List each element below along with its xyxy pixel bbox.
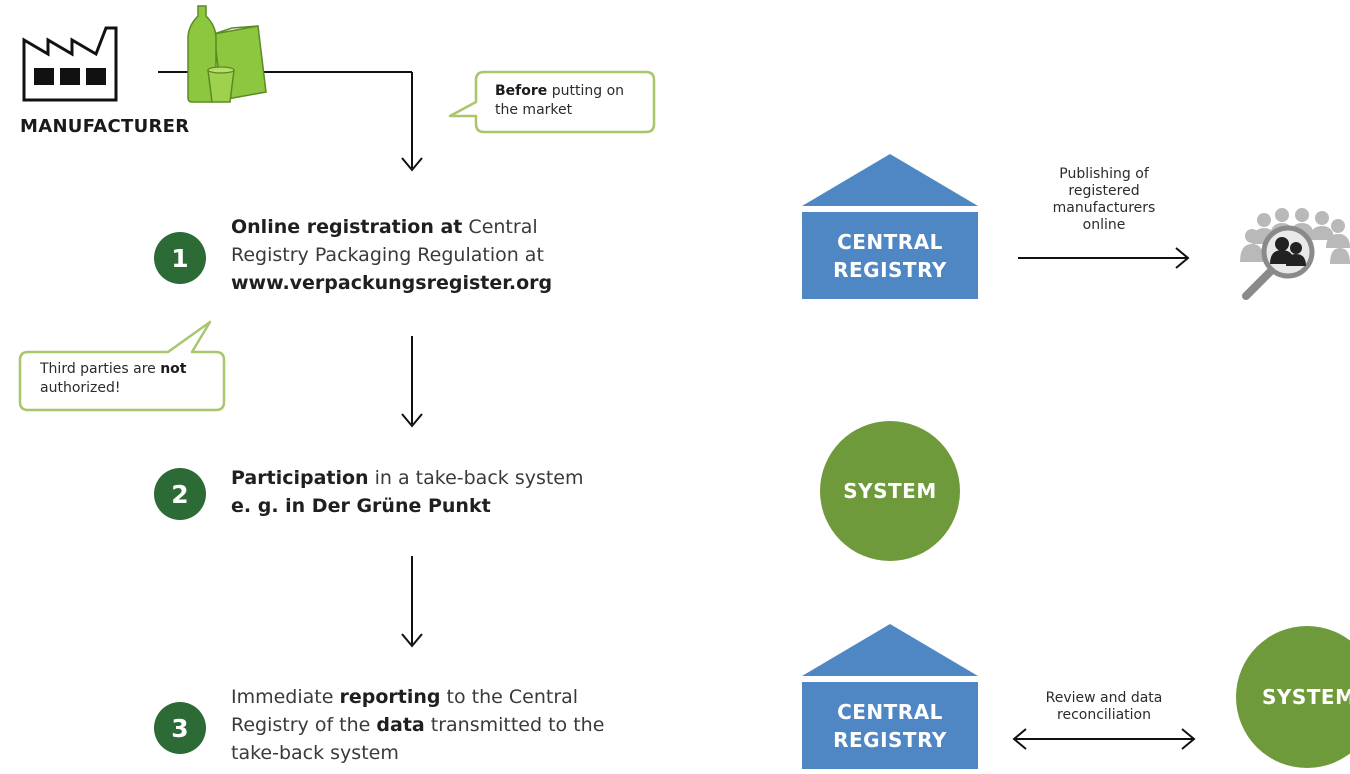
callout-before-bubble (448, 70, 656, 134)
publishing-label: Publishing of registered manufacturers o… (1052, 166, 1156, 233)
registry-1-roof (802, 154, 978, 206)
step-2-number: 2 (154, 468, 206, 520)
callout-third-parties: Third parties are not authorized! (40, 361, 187, 396)
system-circle-2-clip: SYSTEM (1236, 626, 1350, 768)
callout-third-parties-bubble (18, 320, 226, 412)
factory-icon (22, 26, 118, 102)
step-2-text: Participation in a take-back system e. g… (231, 467, 584, 517)
step-1-text: Online registration at Central Registry … (231, 216, 553, 294)
step-1-number: 1 (154, 232, 206, 284)
system-circle-1: SYSTEM (820, 421, 960, 561)
central-registry-2: CENTRAL REGISTRY (802, 682, 978, 769)
manufacturer-label: MANUFACTURER (20, 116, 190, 137)
review-label: Review and data reconciliation (1045, 690, 1163, 723)
system-circle-2: SYSTEM (1236, 626, 1350, 768)
registry-2-roof (802, 624, 978, 676)
step-3-number: 3 (154, 702, 206, 754)
review-arrow (1012, 728, 1196, 750)
packaging-icon (187, 5, 267, 103)
publishing-arrow (1018, 247, 1190, 269)
step-3-text: Immediate reporting to the Central Regis… (231, 686, 605, 764)
callout-before: Before putting on the market (495, 83, 625, 118)
central-registry-1: CENTRAL REGISTRY (802, 212, 978, 299)
public-search-icon (1240, 208, 1350, 300)
